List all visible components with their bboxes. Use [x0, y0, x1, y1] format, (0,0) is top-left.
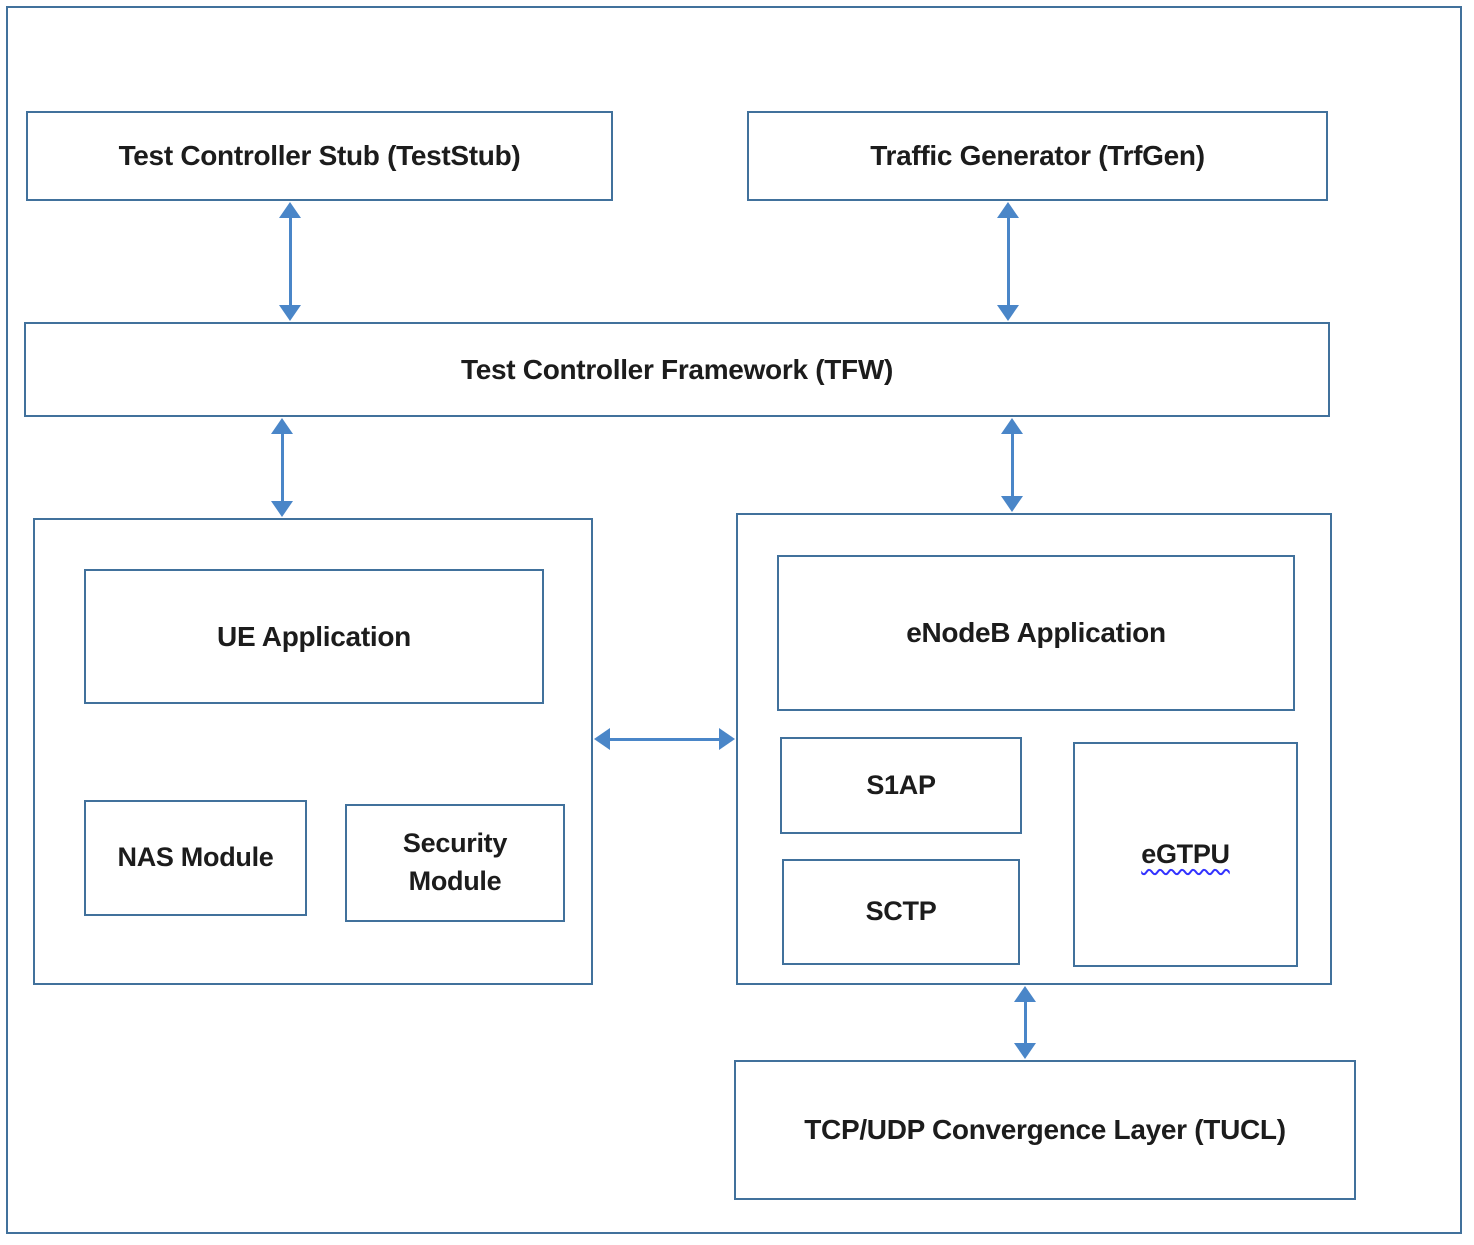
- container-ue-side: [33, 518, 593, 985]
- arrow-teststub-tfw: [279, 202, 301, 321]
- arrow-tfw-ue-container: [271, 418, 293, 517]
- label-egtpu: eGTPU: [1141, 838, 1230, 869]
- box-ue-application: UE Application: [84, 569, 544, 704]
- box-traffic-generator: Traffic Generator (TrfGen): [747, 111, 1328, 201]
- label-ue-application: UE Application: [217, 620, 411, 652]
- label-sctp: SCTP: [865, 896, 937, 927]
- arrow-head-down-icon: [997, 305, 1019, 321]
- label-traffic-generator: Traffic Generator (TrfGen): [870, 140, 1205, 172]
- arrow-head-right-icon: [719, 728, 735, 750]
- box-egtpu: eGTPU: [1073, 742, 1298, 967]
- arrow-tfw-enodeb-container: [1001, 418, 1023, 512]
- arrow-shaft: [1006, 218, 1010, 305]
- arrow-head-up-icon: [279, 202, 301, 218]
- label-s1ap: S1AP: [866, 769, 936, 800]
- arrow-shaft: [280, 434, 284, 501]
- label-test-controller-framework: Test Controller Framework (TFW): [461, 353, 893, 385]
- arrow-head-up-icon: [997, 202, 1019, 218]
- box-tucl: TCP/UDP Convergence Layer (TUCL): [734, 1060, 1356, 1200]
- box-security-module: Security Module: [345, 804, 565, 922]
- container-enodeb-side: [736, 513, 1332, 985]
- label-nas-module: NAS Module: [117, 842, 274, 873]
- arrow-head-up-icon: [1001, 418, 1023, 434]
- arrow-head-up-icon: [1014, 986, 1036, 1002]
- box-test-controller-framework: Test Controller Framework (TFW): [24, 322, 1330, 417]
- label-enodeb-application: eNodeB Application: [906, 617, 1166, 649]
- arrow-head-down-icon: [1014, 1043, 1036, 1059]
- arrow-ue-enodeb: [594, 728, 735, 750]
- arrow-trfgen-tfw: [997, 202, 1019, 321]
- box-s1ap: S1AP: [780, 737, 1022, 834]
- arrow-shaft: [288, 218, 292, 305]
- label-tucl: TCP/UDP Convergence Layer (TUCL): [804, 1114, 1286, 1146]
- arrow-head-left-icon: [594, 728, 610, 750]
- arrow-shaft: [610, 737, 719, 741]
- arrow-head-down-icon: [279, 305, 301, 321]
- arrow-shaft: [1023, 1002, 1027, 1043]
- label-security-module: Security Module: [402, 828, 508, 896]
- box-nas-module: NAS Module: [84, 800, 307, 916]
- box-sctp: SCTP: [782, 859, 1020, 965]
- arrow-shaft: [1010, 434, 1014, 496]
- arrow-head-down-icon: [271, 501, 293, 517]
- box-enodeb-application: eNodeB Application: [777, 555, 1295, 711]
- arrow-enodeb-tucl: [1014, 986, 1036, 1059]
- arrow-head-down-icon: [1001, 496, 1023, 512]
- outer-frame: [6, 6, 1462, 1234]
- arrow-head-up-icon: [271, 418, 293, 434]
- box-test-controller-stub: Test Controller Stub (TestStub): [26, 111, 613, 201]
- label-test-controller-stub: Test Controller Stub (TestStub): [118, 140, 521, 172]
